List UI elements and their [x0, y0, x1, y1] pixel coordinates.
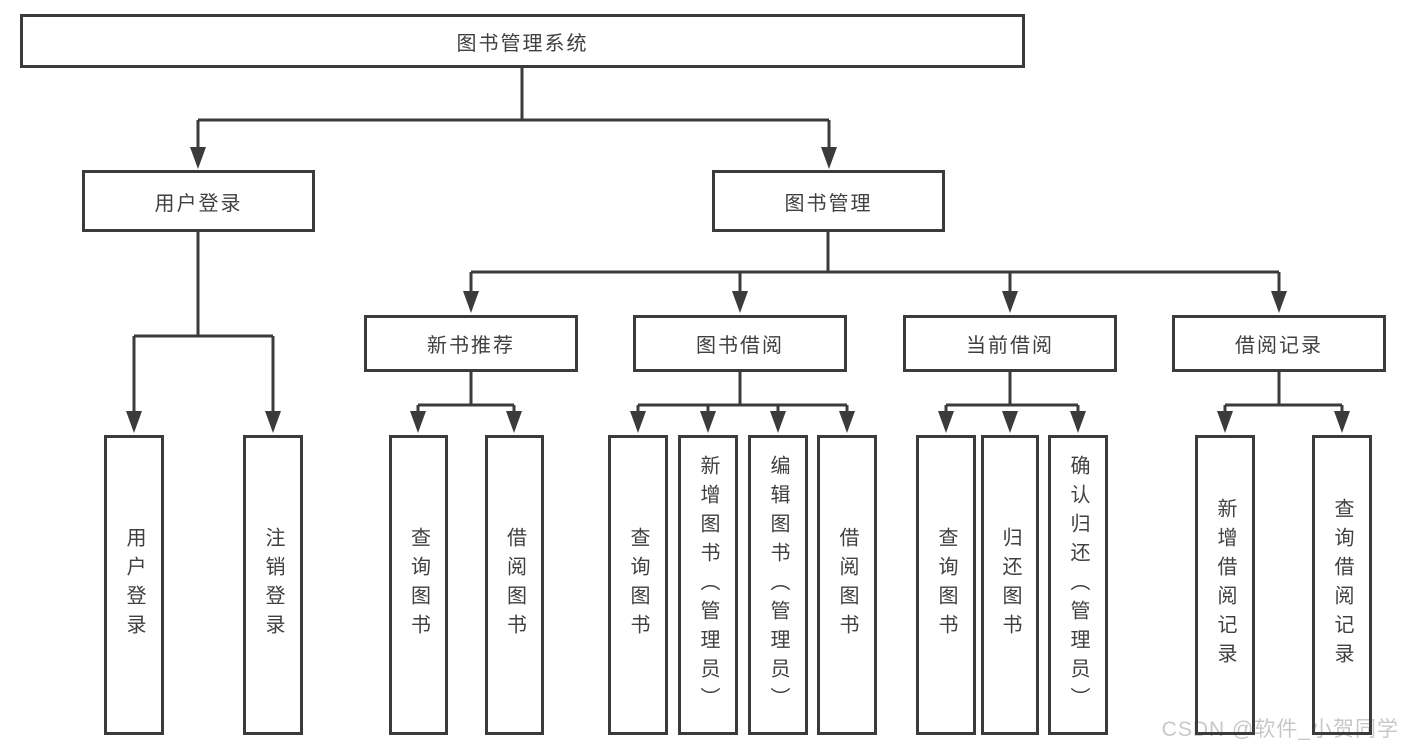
leaf-label: 借阅图书: [836, 527, 858, 643]
leaf-user-login: 用户登录: [104, 435, 164, 735]
node-user-login: 用户登录: [82, 170, 315, 232]
node-borrow-records: 借阅记录: [1172, 315, 1386, 372]
leaf-borrow-books: 借阅图书: [485, 435, 544, 735]
leaf-label: 归还图书: [999, 527, 1021, 643]
node-new-book-recommend: 新书推荐: [364, 315, 578, 372]
leaf-add-borrow-record: 新增借阅记录: [1195, 435, 1255, 735]
node-root: 图书管理系统: [20, 14, 1025, 68]
node-current-borrow: 当前借阅: [903, 315, 1117, 372]
arrowheads: [126, 147, 1350, 433]
leaf-confirm-return-admin: 确认归还（管理员）: [1048, 435, 1108, 735]
leaf-logout: 注销登录: [243, 435, 303, 735]
leaf-add-books-admin: 新增图书（管理员）: [678, 435, 738, 735]
leaf-label: 用户登录: [123, 527, 145, 643]
leaf-query-books: 查询图书: [389, 435, 448, 735]
leaf-label: 新增图书（管理员）: [697, 454, 719, 716]
leaf-label: 查询借阅记录: [1331, 498, 1353, 672]
leaf-query-books: 查询图书: [608, 435, 668, 735]
node-book-management: 图书管理: [712, 170, 945, 232]
leaf-label: 查询图书: [407, 527, 430, 643]
leaf-label: 编辑图书（管理员）: [767, 454, 789, 716]
leaf-return-books: 归还图书: [981, 435, 1039, 735]
leaf-borrow-books: 借阅图书: [817, 435, 877, 735]
leaf-label: 注销登录: [262, 527, 284, 643]
leaf-label: 查询图书: [627, 527, 649, 643]
leaf-edit-books-admin: 编辑图书（管理员）: [748, 435, 808, 735]
leaf-label: 确认归还（管理员）: [1067, 454, 1089, 716]
leaf-label: 新增借阅记录: [1214, 498, 1236, 672]
leaf-label: 借阅图书: [503, 527, 526, 643]
csdn-watermark: CSDN @软件_小贺同学: [1161, 718, 1399, 741]
connector-paths: [132, 68, 1344, 414]
node-book-borrow: 图书借阅: [633, 315, 847, 372]
leaf-label: 查询图书: [935, 527, 957, 643]
leaf-query-borrow-record: 查询借阅记录: [1312, 435, 1372, 735]
leaf-query-books: 查询图书: [916, 435, 976, 735]
